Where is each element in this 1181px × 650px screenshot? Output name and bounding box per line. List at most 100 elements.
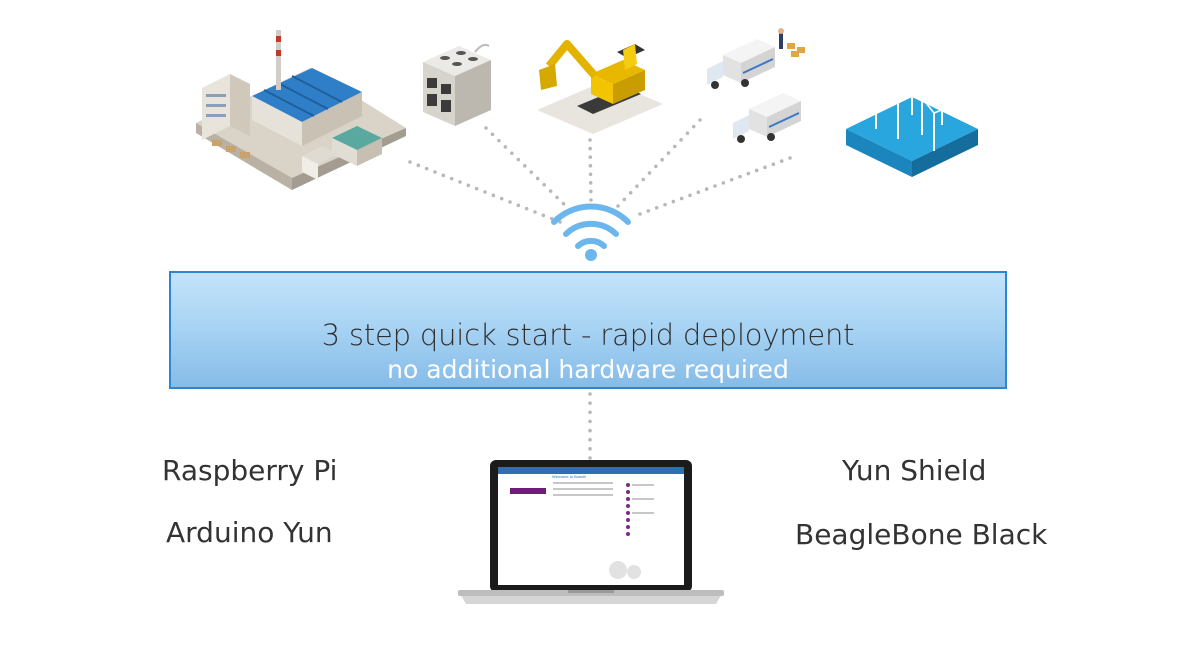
dot	[588, 138, 592, 142]
dot	[588, 146, 592, 151]
dot	[474, 186, 479, 191]
kitchen-appliance-icon	[423, 43, 491, 126]
dot	[754, 168, 759, 173]
dot	[491, 193, 496, 198]
dot	[679, 196, 684, 201]
dot	[654, 164, 658, 169]
dot	[449, 176, 454, 181]
dot	[721, 181, 726, 185]
dot	[788, 156, 792, 160]
dot	[588, 428, 592, 433]
dot	[499, 196, 504, 201]
dot	[763, 165, 767, 170]
dot	[666, 151, 671, 155]
dotline-trucks	[616, 118, 702, 208]
banner-title: 3 step quick start - rapid deployment	[321, 318, 855, 352]
platform-raspberry-pi: Raspberry Pi	[162, 454, 338, 487]
platform-yun-shield: Yun Shield	[842, 454, 987, 487]
wind-farm-icon	[846, 56, 978, 177]
dotline-laptop	[588, 392, 592, 460]
dot	[635, 184, 639, 188]
laptop-icon	[458, 460, 724, 604]
quick-start-banner: 3 step quick start - rapid deployment no…	[169, 271, 1007, 389]
dot	[416, 163, 421, 168]
dot	[616, 204, 620, 208]
dot	[516, 157, 521, 162]
dot	[508, 200, 512, 204]
dot	[654, 205, 659, 210]
dot	[408, 160, 412, 164]
dot	[516, 203, 521, 208]
dot	[497, 138, 501, 143]
dot	[483, 190, 487, 194]
dot	[535, 176, 540, 181]
dot	[646, 209, 651, 213]
dot	[588, 155, 593, 159]
platform-arduino-yun: Arduino Yun	[166, 516, 333, 549]
dot	[588, 456, 592, 460]
dot	[510, 151, 514, 156]
dotline-excavator	[588, 138, 593, 202]
dot	[433, 170, 437, 174]
dot	[691, 124, 696, 129]
dot	[533, 210, 537, 214]
dot	[641, 177, 646, 182]
dot	[490, 132, 495, 137]
dot	[555, 195, 559, 200]
dot	[696, 190, 701, 195]
dot	[458, 180, 462, 184]
excavator-icon	[537, 40, 663, 134]
dot	[588, 410, 592, 415]
dot	[588, 419, 592, 424]
delivery-trucks-icon	[707, 28, 805, 143]
dot	[589, 189, 593, 194]
dot	[679, 138, 683, 142]
dotline-factory	[408, 160, 562, 224]
dot	[466, 183, 471, 188]
banner-subtitle: no additional hardware required	[387, 355, 789, 384]
dot	[672, 144, 677, 149]
dot	[622, 197, 627, 202]
dot	[746, 171, 751, 176]
dot	[713, 184, 717, 188]
dot	[671, 199, 676, 204]
dot	[522, 164, 527, 168]
dot	[771, 162, 776, 167]
dot	[663, 202, 667, 207]
dot	[588, 437, 592, 442]
dot	[588, 163, 593, 168]
dot	[561, 201, 566, 206]
dot	[589, 198, 593, 202]
dot	[685, 131, 690, 136]
dot	[588, 181, 593, 185]
factory-icon	[196, 30, 406, 190]
dot	[524, 206, 529, 211]
dotline-trucks-2	[638, 156, 792, 216]
dot	[548, 189, 553, 193]
dot	[588, 447, 592, 451]
dot	[647, 171, 652, 175]
dot	[688, 193, 692, 198]
dot	[779, 159, 784, 163]
laptop-screen-heading: Welcome to Bosch!	[552, 474, 587, 479]
dot	[588, 172, 593, 177]
dot	[588, 401, 592, 405]
dot	[541, 213, 546, 218]
dot	[638, 212, 642, 216]
dot	[441, 173, 446, 178]
dot	[660, 157, 664, 162]
dotline-appliance	[484, 126, 572, 212]
dot	[542, 182, 546, 187]
dot	[704, 187, 709, 191]
dot	[424, 166, 429, 171]
wifi-icon	[551, 203, 631, 261]
dot	[588, 392, 592, 396]
platform-beaglebone-black: BeagleBone Black	[795, 518, 1048, 551]
dot	[738, 174, 742, 179]
dot	[503, 145, 508, 149]
dot	[529, 170, 534, 174]
dot	[698, 118, 702, 122]
dot	[628, 190, 633, 195]
dot	[484, 126, 488, 130]
